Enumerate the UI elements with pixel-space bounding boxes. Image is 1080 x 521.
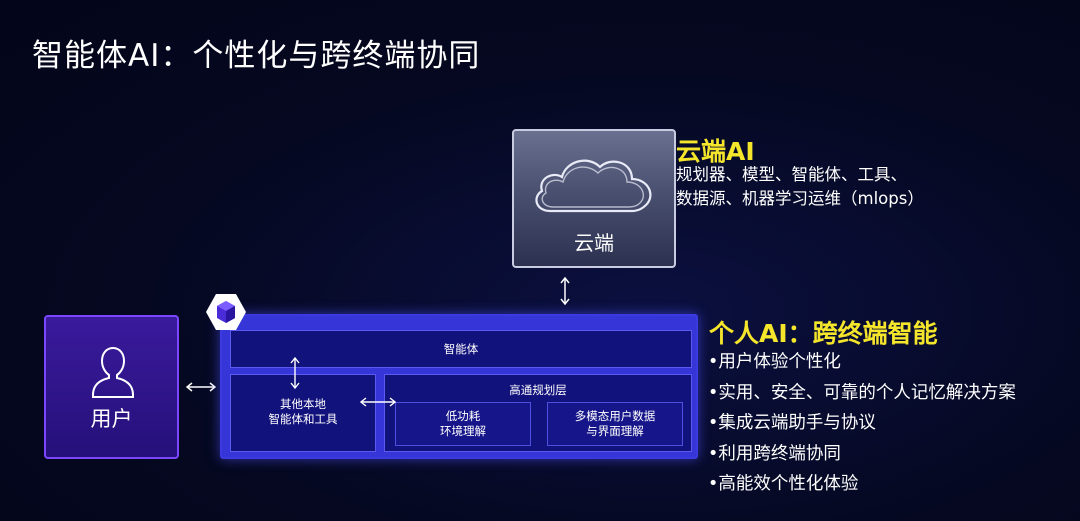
local-agents-line1: 其他本地 (280, 397, 326, 411)
qualcomm-logo-icon (206, 294, 246, 330)
personal-ai-heading: 个人AI：跨终端智能 (709, 319, 938, 348)
personal-ai-list: •用户体验个性化 •实用、安全、可靠的个人记忆解决方案 •集成云端助手与协议 •… (708, 347, 1016, 500)
local-agents-panel: 其他本地 智能体和工具 (230, 374, 376, 452)
cloud-desc-line: 数据源、机器学习运维（mlops） (676, 189, 924, 208)
multimodal-line2: 与界面理解 (586, 424, 644, 438)
user-device-arrow (186, 382, 216, 392)
multimodal-panel: 多模态用户数据 与界面理解 (547, 402, 683, 446)
user-box: 用户 (44, 315, 179, 459)
agent-label: 智能体 (443, 342, 479, 356)
local-agents-line2: 智能体和工具 (268, 412, 338, 426)
cloud-label: 云端 (574, 231, 614, 255)
cloud-device-arrow (560, 276, 570, 306)
low-power-line1: 低功耗 (445, 409, 481, 423)
list-item: •高能效个性化体验 (708, 474, 859, 494)
low-power-line2: 环境理解 (440, 424, 486, 438)
agent-panel: 智能体 (230, 330, 692, 368)
list-item: •用户体验个性化 (708, 352, 841, 372)
page-title: 智能体AI：个性化与跨终端协同 (32, 38, 481, 74)
device-system-box: 智能体 其他本地 智能体和工具 高通规划层 低功耗 环境理解 多模态用户数据 与… (220, 314, 698, 459)
cloud-ai-heading: 云端AI (676, 137, 755, 166)
user-label: 用户 (90, 407, 133, 431)
list-item: •实用、安全、可靠的个人记忆解决方案 (708, 382, 1016, 403)
agent-local-arrow (290, 356, 300, 390)
cloud-ai-description: 规划器、模型、智能体、工具、 数据源、机器学习运维（mlops） (676, 163, 924, 211)
cloud-icon (535, 159, 652, 213)
person-icon (92, 346, 134, 398)
cloud-box: 云端 (512, 129, 676, 268)
local-planning-arrow (360, 397, 396, 407)
low-power-panel: 低功耗 环境理解 (395, 402, 531, 446)
planning-layer-label: 高通规划层 (509, 383, 567, 397)
list-item: •集成云端助手与协议 (708, 413, 876, 433)
planning-layer-panel: 高通规划层 低功耗 环境理解 多模态用户数据 与界面理解 (384, 374, 692, 452)
list-item: •利用跨终端协同 (708, 443, 841, 464)
multimodal-line1: 多模态用户数据 (574, 409, 656, 423)
cloud-desc-line: 规划器、模型、智能体、工具、 (676, 165, 907, 184)
